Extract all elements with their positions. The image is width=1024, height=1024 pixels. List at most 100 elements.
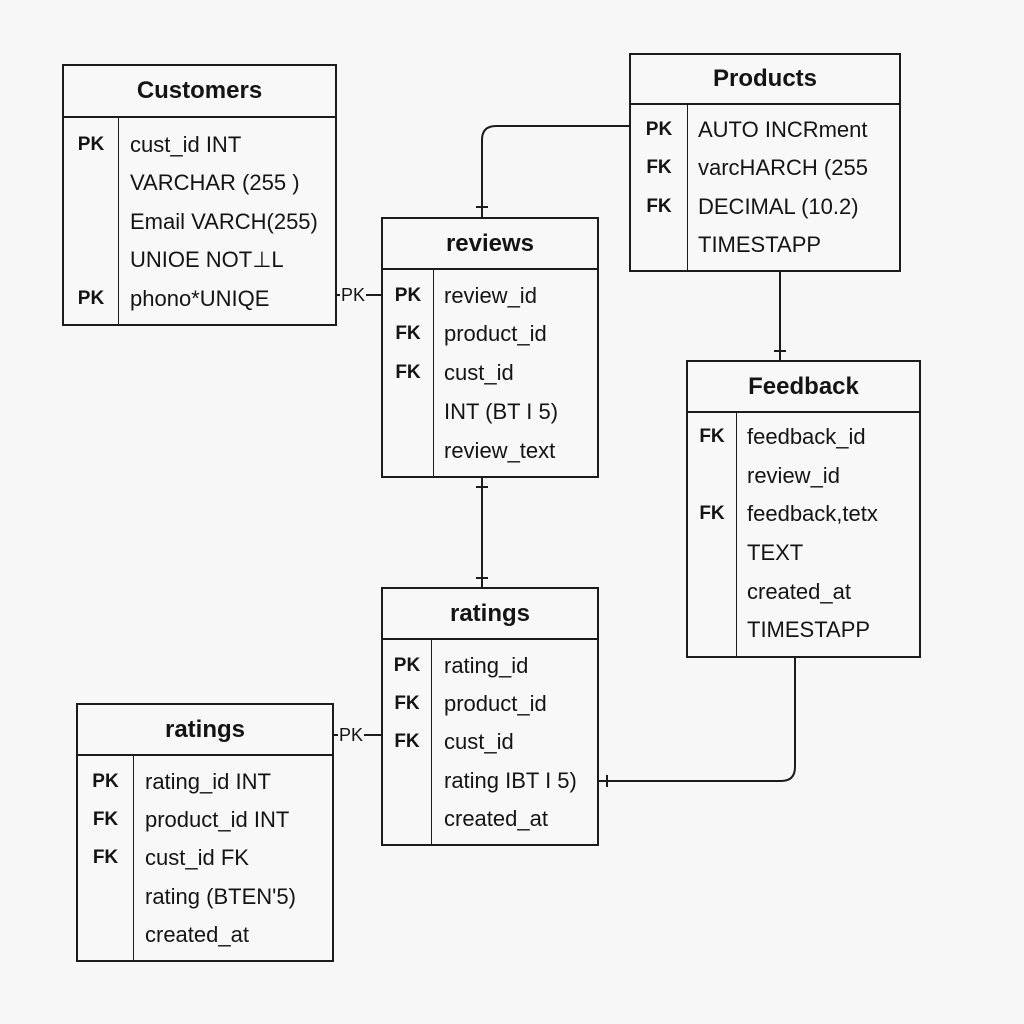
ratings-left-fields: PK rating_id INT FK product_id INT FK cu…: [78, 756, 332, 960]
products-fields: PK AUTO INCRment FK varcHARCH (255 FK DE…: [631, 105, 899, 270]
table-row: FK product_id INT: [78, 805, 332, 835]
table-row: created_at: [688, 577, 919, 607]
table-row: FK cust_id: [383, 358, 597, 388]
table-row: TIMESTAPP: [688, 615, 919, 645]
field-name: rating (BTEN'5): [145, 884, 296, 909]
key-column: [688, 413, 737, 656]
key-label: PK: [645, 119, 673, 140]
field-name: INT (BT I 5): [444, 399, 559, 424]
table-row: VARCHAR (255 ): [64, 168, 335, 198]
field-name: varcHARCH (255: [698, 155, 868, 180]
feedback-ratings-connector: [599, 657, 796, 782]
table-row: review_text: [383, 436, 597, 466]
key-label: FK: [646, 157, 672, 178]
key-label: FK: [395, 362, 421, 383]
table-row: rating (BTEN'5): [78, 882, 332, 912]
field-name: VARCHAR (255 ): [130, 170, 300, 195]
reviews-table[interactable]: reviews PK review_id FK product_id FK cu…: [381, 217, 599, 478]
field-name: created_at: [444, 806, 548, 831]
key-label: PK: [77, 134, 105, 155]
ratings-left-center-pk-label: PK: [338, 725, 365, 745]
reviews-title: reviews: [383, 219, 597, 270]
key-label: PK: [92, 771, 119, 792]
field-name: cust_id: [444, 729, 514, 754]
table-row: rating IBT I 5): [383, 766, 597, 796]
table-row: FK feedback,tetx: [688, 499, 919, 529]
field-name: Email VARCH(255): [130, 209, 318, 234]
key-label: FK: [394, 693, 420, 714]
key-column: [78, 756, 134, 960]
field-name: feedback_id: [747, 424, 866, 449]
field-name: rating_id: [444, 653, 529, 678]
field-name: rating IBT I 5): [444, 768, 577, 793]
key-label: PK: [77, 288, 105, 309]
field-name: UNIOE NOT⊥L: [130, 247, 284, 272]
table-row: review_id: [688, 461, 919, 491]
table-row: PK phono*UNIQE: [64, 284, 335, 314]
key-label: PK: [394, 285, 422, 306]
field-name: TEXT: [747, 540, 804, 565]
field-name: cust_id INT: [130, 132, 242, 157]
products-title: Products: [631, 55, 899, 105]
customers-reviews-pk-label: PK: [340, 285, 367, 305]
feedback-table[interactable]: Feedback FK feedback_id review_id FK fee…: [686, 360, 921, 658]
table-row: PK cust_id INT: [64, 130, 335, 160]
table-row: PK AUTO INCRment: [631, 115, 899, 145]
field-name: review_text: [444, 438, 556, 463]
field-name: cust_id: [444, 360, 514, 385]
table-row: FK cust_id FK: [78, 843, 332, 873]
table-row: UNIOE NOT⊥L: [64, 245, 335, 275]
key-column: [383, 640, 432, 844]
field-name: cust_id FK: [145, 845, 249, 870]
table-row: TIMESTAPP: [631, 230, 899, 260]
field-name: review_id: [444, 283, 537, 308]
products-reviews-connector: [481, 125, 630, 218]
ratings-left-table[interactable]: ratings PK rating_id INT FK product_id I…: [76, 703, 334, 962]
field-name: phono*UNIQE: [130, 286, 270, 311]
key-label: FK: [395, 323, 421, 344]
products-table[interactable]: Products PK AUTO INCRment FK varcHARCH (…: [629, 53, 901, 272]
table-row: PK rating_id INT: [78, 767, 332, 797]
field-name: feedback,tetx: [747, 501, 878, 526]
field-name: product_id INT: [145, 807, 290, 832]
reviews-fields: PK review_id FK product_id FK cust_id IN…: [383, 270, 597, 476]
ratings-center-fields: PK rating_id FK product_id FK cust_id ra…: [383, 640, 597, 844]
key-label: FK: [646, 196, 672, 217]
key-label: FK: [699, 426, 725, 447]
field-name: TIMESTAPP: [698, 232, 822, 257]
table-row: INT (BT I 5): [383, 397, 597, 427]
ratings-left-title: ratings: [78, 705, 332, 756]
field-name: TIMESTAPP: [747, 617, 871, 642]
feedback-title: Feedback: [688, 362, 919, 413]
key-label: FK: [699, 503, 725, 524]
field-name: product_id: [444, 321, 547, 346]
field-name: review_id: [747, 463, 840, 488]
customers-fields: PK cust_id INT VARCHAR (255 ) Email VARC…: [64, 118, 335, 324]
field-name: product_id: [444, 691, 547, 716]
key-label: FK: [92, 847, 119, 868]
key-column: [64, 118, 119, 324]
table-row: Email VARCH(255): [64, 207, 335, 237]
key-label: PK: [393, 655, 421, 676]
ratings-center-table[interactable]: ratings PK rating_id FK product_id FK cu…: [381, 587, 599, 846]
ratings-center-title: ratings: [383, 589, 597, 640]
table-row: FK varcHARCH (255: [631, 153, 899, 183]
key-column: [383, 270, 434, 476]
table-row: FK feedback_id: [688, 422, 919, 452]
table-row: PK review_id: [383, 281, 597, 311]
table-row: FK product_id: [383, 689, 597, 719]
key-label: FK: [92, 809, 119, 830]
table-row: created_at: [383, 804, 597, 834]
key-label: FK: [394, 731, 420, 752]
customers-title: Customers: [64, 66, 335, 118]
key-column: [631, 105, 688, 270]
customers-table[interactable]: Customers PK cust_id INT VARCHAR (255 ) …: [62, 64, 337, 326]
table-row: FK DECIMAL (10.2): [631, 192, 899, 222]
field-name: rating_id INT: [145, 769, 271, 794]
table-row: FK product_id: [383, 319, 597, 349]
table-row: PK rating_id: [383, 651, 597, 681]
feedback-fields: FK feedback_id review_id FK feedback,tet…: [688, 413, 919, 656]
field-name: created_at: [145, 922, 249, 947]
field-name: created_at: [747, 579, 851, 604]
field-name: AUTO INCRment: [698, 117, 868, 142]
